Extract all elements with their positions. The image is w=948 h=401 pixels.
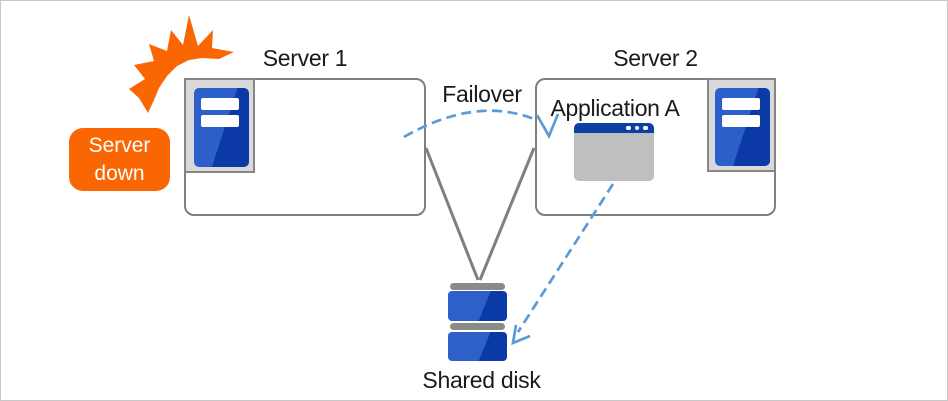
app-disk-arrowhead-icon [511,324,531,346]
app-window-body [574,133,654,181]
disk-cap [450,283,505,290]
server-slot [722,98,760,110]
server1-tower-icon [184,78,255,173]
app-window-titlebar [574,123,654,133]
server-slot [201,98,239,110]
disk-platter [448,332,507,361]
app-window-icon [574,123,654,181]
titlebar-dot-icon [643,125,648,131]
server-tower-body [194,88,249,167]
disk-platter [448,291,507,321]
titlebar-dot-icon [634,125,640,131]
application-label: Application A [550,95,680,121]
shared-disk-label: Shared disk [422,367,541,393]
failover-label: Failover [442,81,522,107]
server-down-badge: Server down [69,128,170,191]
server1-label: Server 1 [262,45,348,71]
server-tower-body [715,88,770,166]
shared-disk-icon [448,283,507,362]
server-slot [722,115,760,127]
server1-disk-connector [424,147,480,281]
server2-label: Server 2 [613,45,698,71]
titlebar-dot-icon [626,125,631,131]
disk-cap [450,323,505,330]
server-down-badge-label: Server down [88,133,151,185]
server2-tower-icon [707,78,776,172]
server2-disk-connector [478,147,536,281]
server-slot [201,115,239,127]
